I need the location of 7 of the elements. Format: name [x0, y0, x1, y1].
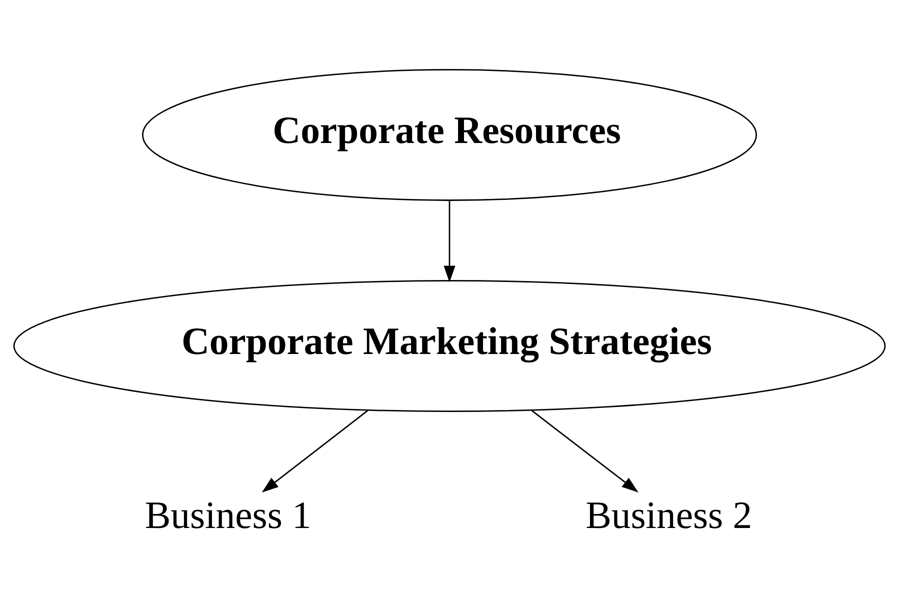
arrow — [262, 410, 368, 492]
node-ellipse: Corporate Resources — [142, 69, 757, 201]
arrow — [531, 410, 638, 492]
arrow — [444, 200, 456, 282]
node-text: Business 1 — [144, 495, 312, 538]
node-text: Business 2 — [586, 495, 752, 538]
node-ellipse: Corporate Marketing Strategies — [13, 280, 886, 412]
